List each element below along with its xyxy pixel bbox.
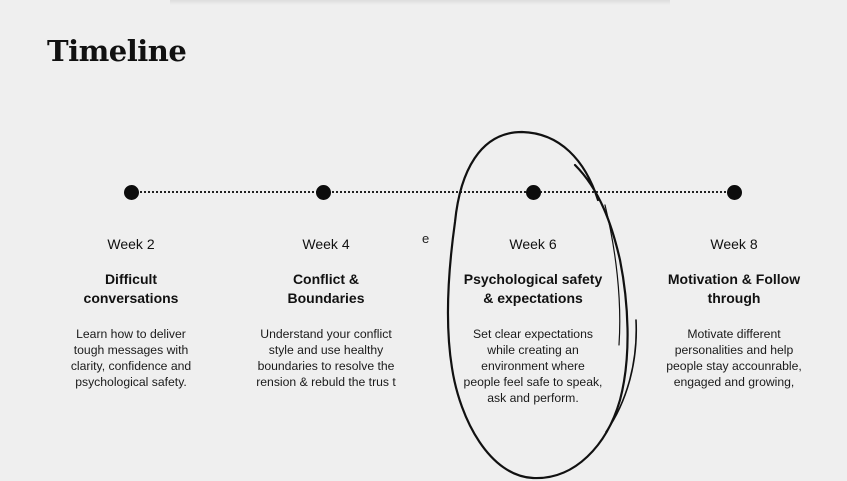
item-heading: Difficult conversations <box>83 271 179 306</box>
item-heading: Conflict & Boundaries <box>287 271 365 306</box>
timeline-dot-week-4[interactable] <box>316 185 331 200</box>
week-label: Week 8 <box>710 236 758 252</box>
week-label: Week 4 <box>302 236 350 252</box>
timeline-dotted-line <box>131 191 734 193</box>
timeline-dot-week-6[interactable] <box>526 185 541 200</box>
timeline-item-week-6: Week 6 Psychological safety & expectatio… <box>449 233 617 406</box>
timeline-item-week-4: Week 4 Conflict & Boundaries Understand … <box>242 233 410 390</box>
page-title: Timeline <box>47 34 187 68</box>
item-description: Understand your conflict style and use h… <box>256 327 396 389</box>
week-label: Week 6 <box>509 236 557 252</box>
timeline-item-week-8: Week 8 Motivation & Follow through Motiv… <box>650 233 818 390</box>
item-description: Motivate different personalities and hel… <box>666 327 802 389</box>
week-label: Week 2 <box>107 236 155 252</box>
item-description: Set clear expectations while creating an… <box>463 327 603 405</box>
timeline-dot-week-2[interactable] <box>124 185 139 200</box>
item-description: Learn how to deliver tough messages with… <box>70 327 192 389</box>
top-shadow <box>170 0 670 5</box>
timeline-item-week-2: Week 2 Difficult conversations Learn how… <box>47 233 215 390</box>
stray-letter: e <box>422 231 430 246</box>
item-heading: Motivation & Follow through <box>667 271 801 306</box>
item-heading: Psychological safety & expectations <box>463 271 603 306</box>
timeline-dot-week-8[interactable] <box>727 185 742 200</box>
